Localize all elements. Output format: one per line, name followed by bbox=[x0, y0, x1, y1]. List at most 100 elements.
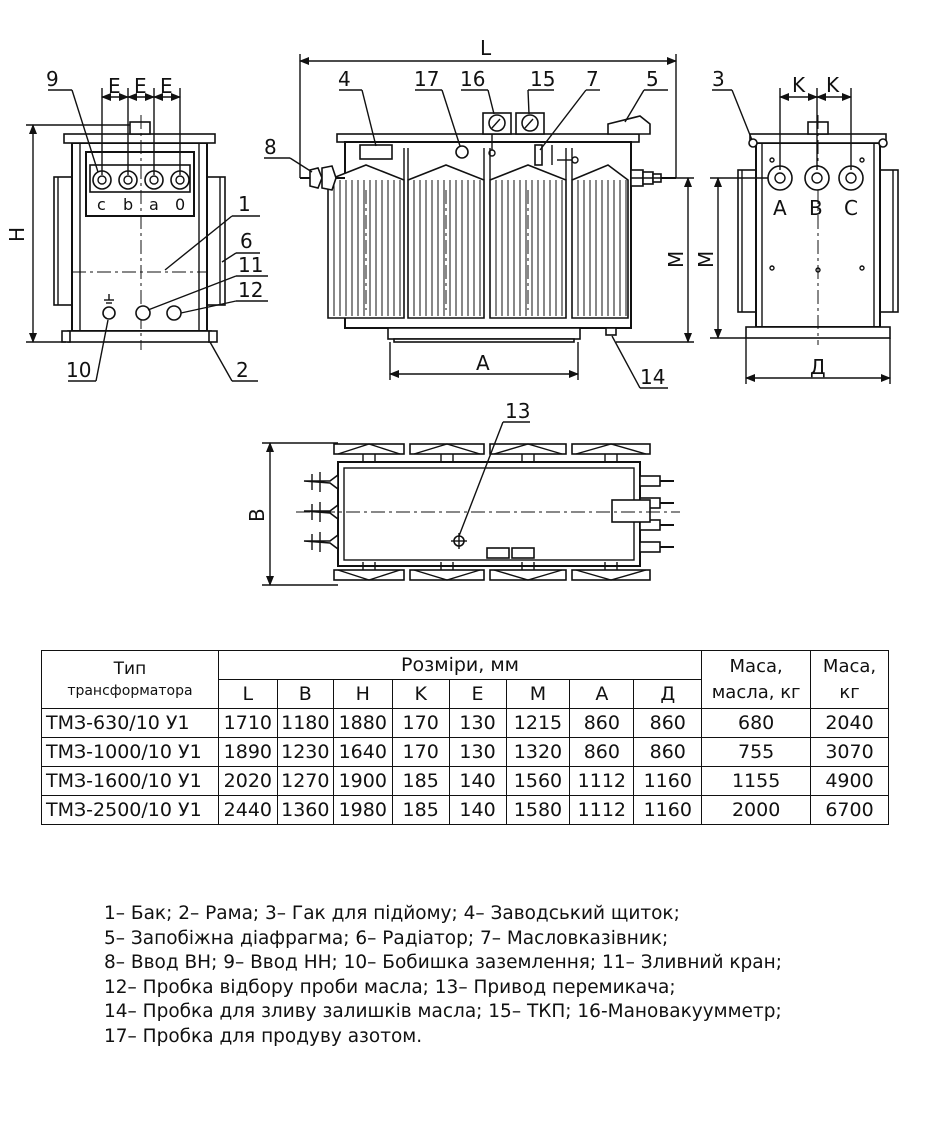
cell-oil: 2000 bbox=[701, 795, 812, 825]
cell-mass: 4900 bbox=[810, 766, 889, 796]
cell: 1900 bbox=[332, 766, 393, 796]
radiator-block-edge bbox=[575, 443, 647, 462]
cell: 1980 bbox=[332, 795, 393, 825]
header-type-line2: трансформатора bbox=[67, 682, 193, 699]
sample-plug-icon bbox=[166, 305, 182, 321]
table-row: ТМЗ-1000/10 У1 1890 1230 1640 170 130 13… bbox=[41, 737, 889, 767]
spec-table: Тип трансформатора Розміри, мм Маса, мас… bbox=[41, 650, 889, 825]
callout-12: 12 bbox=[238, 278, 263, 302]
legend-line: 14– Пробка для зливу залишків масла; 15–… bbox=[104, 1001, 782, 1022]
grounding-boss-icon bbox=[102, 306, 116, 320]
callout-1: 1 bbox=[238, 192, 251, 216]
dim-l: L bbox=[480, 36, 492, 60]
cell: 1112 bbox=[569, 795, 635, 825]
col-header: K bbox=[391, 679, 450, 709]
row-name: ТМЗ-630/10 У1 bbox=[41, 708, 219, 738]
table-row: ТМЗ-1600/10 У1 2020 1270 1900 185 140 15… bbox=[41, 766, 889, 796]
header-type: Тип трансформатора bbox=[41, 650, 219, 709]
col-header: M bbox=[505, 679, 571, 709]
callout-16: 16 bbox=[460, 67, 485, 91]
col-header: A bbox=[569, 679, 635, 709]
cell: 1320 bbox=[505, 737, 571, 767]
cell: 130 bbox=[448, 708, 507, 738]
cell-oil: 755 bbox=[701, 737, 812, 767]
cell-oil: 680 bbox=[701, 708, 812, 738]
cell: 2440 bbox=[217, 795, 278, 825]
dim-k-2: K bbox=[826, 73, 840, 97]
cell-mass: 6700 bbox=[810, 795, 889, 825]
nitrogen-plug-icon bbox=[455, 145, 469, 159]
col-header: Д bbox=[633, 679, 703, 709]
header-dims-group: Розміри, мм bbox=[217, 650, 703, 680]
table-header-row-2: L B H K E M A Д bbox=[42, 679, 889, 709]
callout-10: 10 bbox=[66, 358, 91, 382]
radiator-block-edge bbox=[493, 443, 563, 462]
cell: 1560 bbox=[505, 766, 571, 796]
lv-terminal-b: b bbox=[123, 195, 133, 214]
col-header: L bbox=[217, 679, 278, 709]
front-view: L M A 4 17 16 15 7 5 8 14 bbox=[264, 36, 694, 389]
callout-13: 13 bbox=[505, 399, 530, 423]
lv-terminal-a: a bbox=[149, 195, 159, 214]
header-oil-mass: Маса, масла, кг bbox=[701, 650, 812, 709]
col-header: E bbox=[448, 679, 507, 709]
dim-e-1: E bbox=[108, 74, 121, 98]
legend: 1– Бак; 2– Рама; 3– Гак для підйому; 4– … bbox=[104, 902, 904, 1049]
header-total-mass-line2: кг bbox=[839, 681, 860, 703]
cell: 1215 bbox=[505, 708, 571, 738]
hv-bushing-front bbox=[300, 165, 345, 191]
callout-17: 17 bbox=[414, 67, 439, 91]
cell-oil: 1155 bbox=[701, 766, 812, 796]
legend-line: 17– Пробка для продуву азотом. bbox=[104, 1025, 423, 1047]
cell: 860 bbox=[633, 708, 703, 738]
callout-11: 11 bbox=[238, 253, 263, 277]
hv-terminal-a: A bbox=[773, 196, 787, 220]
dim-a: A bbox=[476, 351, 490, 375]
dim-k-1: K bbox=[792, 73, 806, 97]
dim-b: B bbox=[245, 508, 269, 522]
callout-2: 2 bbox=[236, 358, 249, 382]
legend-line: 5– Запобіжна діафрагма; 6– Радіатор; 7– … bbox=[104, 927, 669, 949]
legend-line: 8– Ввод ВН; 9– Ввод НН; 10– Бобишка зазе… bbox=[104, 952, 782, 973]
radiator-fins bbox=[333, 180, 627, 316]
row-name: ТМЗ-1600/10 У1 bbox=[41, 766, 219, 796]
table-row: ТМЗ-630/10 У1 1710 1180 1880 170 130 121… bbox=[41, 708, 889, 738]
callout-4: 4 bbox=[338, 67, 351, 91]
radiator-tops bbox=[333, 443, 651, 581]
transformer-drawing: c b a 0 E E E H 9 1 bbox=[5, 36, 899, 586]
cell: 2020 bbox=[217, 766, 278, 796]
dim-d: Д bbox=[810, 355, 826, 379]
cell: 185 bbox=[391, 795, 450, 825]
cell: 860 bbox=[569, 708, 635, 738]
cell: 1230 bbox=[276, 737, 334, 767]
cell: 1580 bbox=[505, 795, 571, 825]
cell: 170 bbox=[391, 737, 450, 767]
cell: 860 bbox=[633, 737, 703, 767]
radiator-block-edge bbox=[337, 443, 401, 462]
drain-valve-icon bbox=[135, 305, 151, 321]
header-total-mass-line1: Маса, bbox=[822, 655, 877, 677]
cell: 140 bbox=[448, 795, 507, 825]
lv-terminal-c: c bbox=[97, 195, 106, 214]
callout-6: 6 bbox=[240, 229, 253, 253]
header-oil-mass-line1: Маса, bbox=[729, 655, 783, 677]
dim-e-3: E bbox=[160, 74, 173, 98]
callout-7: 7 bbox=[586, 67, 599, 91]
hv-terminal-b: B bbox=[809, 196, 823, 220]
lv-terminal-row: c b a 0 bbox=[92, 170, 190, 214]
dim-m-side: M bbox=[694, 251, 718, 268]
drain-plug-icon bbox=[605, 327, 617, 336]
radiator-block-edge bbox=[575, 562, 647, 581]
radiator-block-edge bbox=[413, 443, 481, 462]
cell: 1180 bbox=[276, 708, 334, 738]
oil-gauge-icon bbox=[534, 144, 543, 166]
lv-terminal-0: 0 bbox=[175, 195, 185, 214]
cell: 170 bbox=[391, 708, 450, 738]
cell: 140 bbox=[448, 766, 507, 796]
legend-line: 12– Пробка відбору проби масла; 13– Прив… bbox=[104, 976, 676, 998]
dim-e-2: E bbox=[134, 74, 147, 98]
callout-14: 14 bbox=[640, 365, 665, 389]
cell: 1640 bbox=[332, 737, 393, 767]
radiator-block-edge bbox=[413, 562, 481, 581]
cell: 1270 bbox=[276, 766, 334, 796]
